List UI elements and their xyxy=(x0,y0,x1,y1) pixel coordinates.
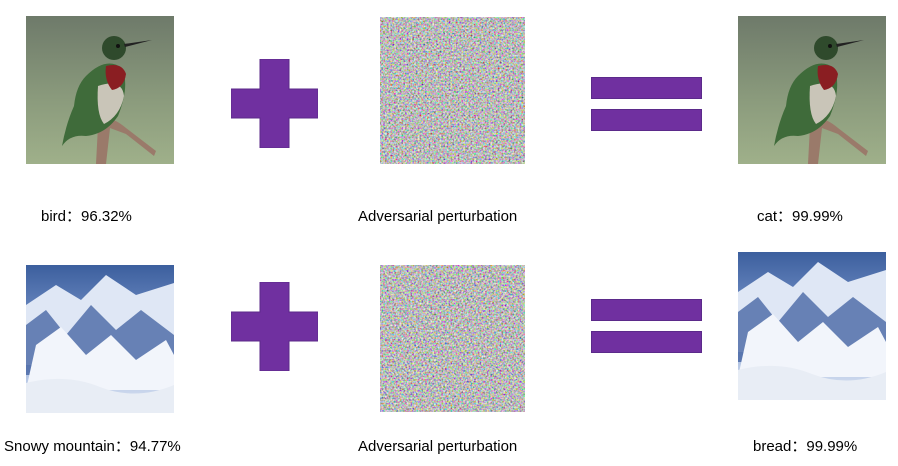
hummingbird-photo xyxy=(26,16,174,164)
plus-icon xyxy=(231,59,318,148)
output-caption: cat：99.99% xyxy=(757,208,843,225)
perturbation-caption: Adversarial perturbation xyxy=(358,208,518,225)
input-caption: Snowy mountain：94.77% xyxy=(4,438,181,455)
snowy-mountain-photo-adversarial xyxy=(738,252,886,400)
input-caption: bird：96.32% xyxy=(41,208,132,225)
equals-icon xyxy=(591,77,702,131)
snowy-mountain-photo xyxy=(26,265,174,413)
hummingbird-photo-adversarial xyxy=(738,16,886,164)
perturbation-caption: Adversarial perturbation xyxy=(358,438,518,455)
equals-icon xyxy=(591,299,702,353)
output-caption: bread：99.99% xyxy=(753,438,858,455)
plus-icon xyxy=(231,282,318,371)
perturbation-noise-image xyxy=(380,265,525,412)
perturbation-noise-image xyxy=(380,17,525,164)
